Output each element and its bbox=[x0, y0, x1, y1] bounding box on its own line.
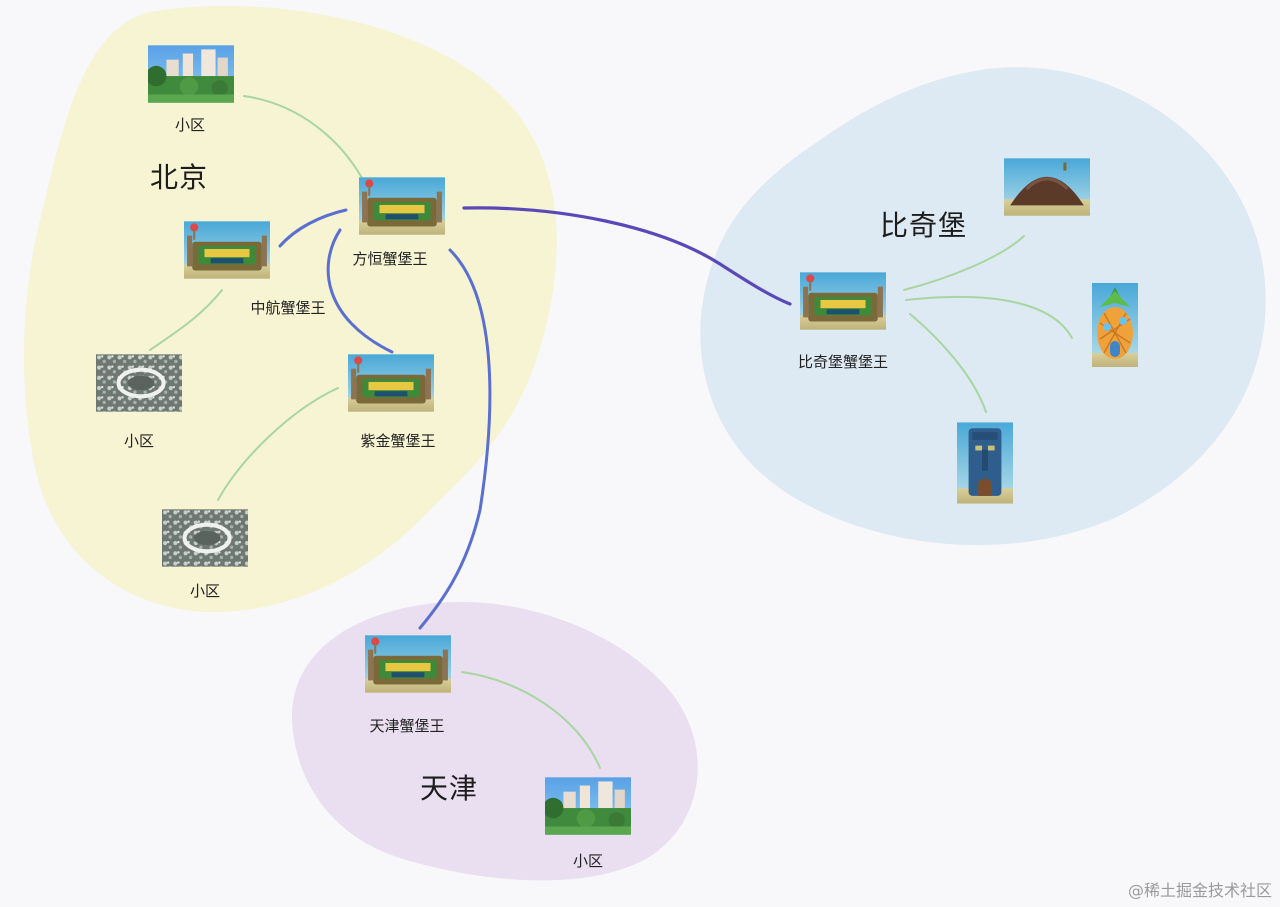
node-bikini-store-image[interactable] bbox=[800, 272, 886, 330]
link-fangheng-zhonghang bbox=[278, 208, 348, 248]
region-beijing bbox=[23, 5, 557, 613]
node-bj-community-2-image[interactable] bbox=[96, 354, 182, 411]
node-label-tj-community: 小区 bbox=[572, 852, 604, 870]
node-zhonghang-image[interactable] bbox=[184, 221, 270, 279]
node-patrick-house-image[interactable] bbox=[1004, 156, 1090, 218]
node-label-bj-community-2: 小区 bbox=[123, 432, 155, 450]
node-bj-community-1-image[interactable] bbox=[146, 45, 234, 103]
store-links bbox=[278, 208, 492, 630]
node-tianjin-store-image[interactable] bbox=[365, 635, 451, 693]
link-fangheng-bikini bbox=[462, 206, 792, 306]
node-squidward-house-image[interactable] bbox=[957, 422, 1013, 504]
node-fangheng-image[interactable] bbox=[359, 177, 445, 235]
region-tianjin bbox=[291, 601, 698, 881]
node-zijin-image[interactable] bbox=[348, 354, 434, 412]
region-title-bikini: 比奇堡 bbox=[880, 209, 968, 242]
node-label-bj-community-3: 小区 bbox=[189, 582, 221, 600]
node-tj-community-image[interactable] bbox=[543, 777, 631, 835]
community-links bbox=[149, 95, 1073, 769]
link-bikini-pineapple bbox=[905, 295, 1073, 339]
region-title-beijing: 北京 bbox=[150, 161, 209, 194]
node-label-bj-community-1: 小区 bbox=[174, 116, 206, 134]
node-pineapple-house-image[interactable] bbox=[1092, 282, 1138, 368]
node-bj-community-3-image[interactable] bbox=[162, 509, 248, 566]
node-label-bikini-store: 比奇堡蟹堡王 bbox=[797, 353, 889, 371]
link-bikini-squidward bbox=[909, 313, 987, 413]
region-title-tianjin: 天津 bbox=[420, 772, 479, 805]
link-fangheng-tianjin bbox=[418, 248, 492, 630]
node-label-zijin: 紫金蟹堡王 bbox=[360, 432, 436, 450]
link-zhonghang-community bbox=[149, 289, 223, 351]
link-fangheng-zijin bbox=[326, 228, 394, 354]
region-bikini bbox=[700, 67, 1266, 546]
node-label-fangheng: 方恒蟹堡王 bbox=[352, 250, 428, 268]
link-bikini-patrick bbox=[903, 235, 1025, 291]
link-zijin-community bbox=[217, 387, 339, 501]
link-fangheng-community bbox=[243, 95, 363, 179]
watermark: @稀土掘金技术社区 bbox=[1127, 881, 1272, 900]
node-label-tianjin-store: 天津蟹堡王 bbox=[369, 717, 445, 735]
link-tianjin-community bbox=[461, 671, 601, 769]
node-label-zhonghang: 中航蟹堡王 bbox=[250, 299, 326, 317]
